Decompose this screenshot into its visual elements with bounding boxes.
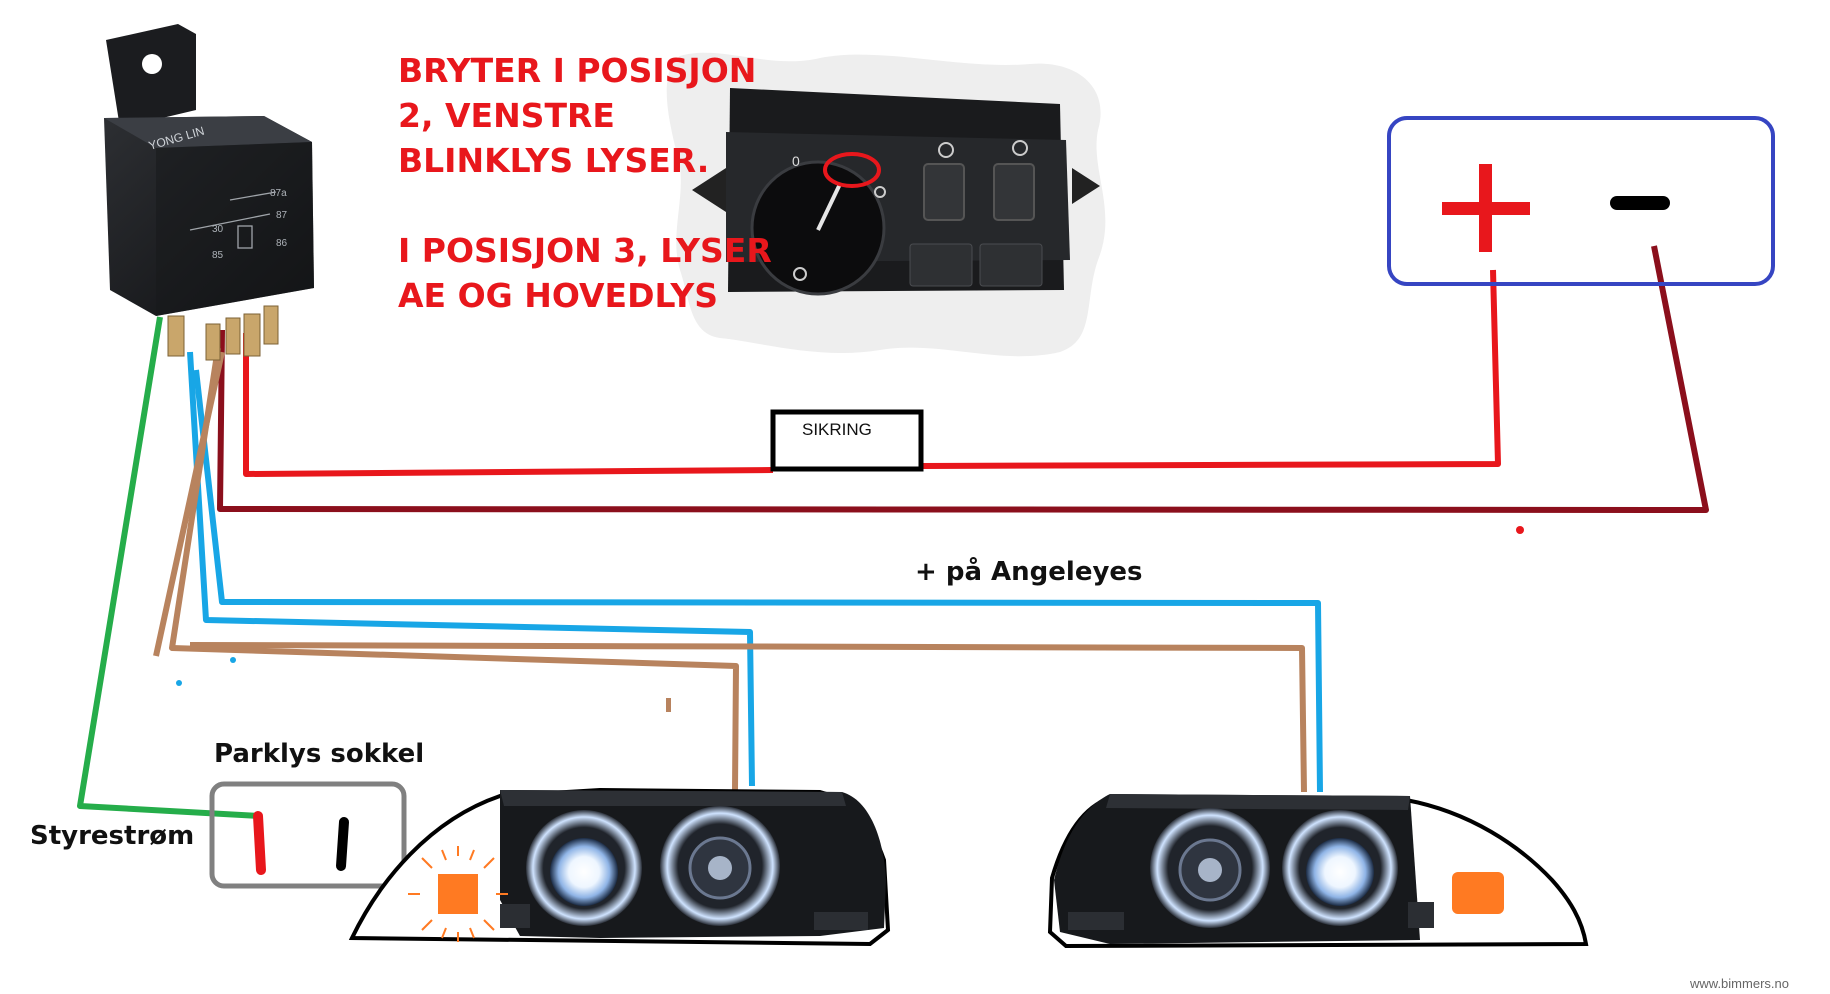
relay-pin-85: 85 <box>212 250 224 261</box>
blue-wire-left <box>187 351 755 787</box>
battery-icon <box>1387 116 1775 286</box>
note-line-1: BRYTER I POSISJON <box>398 51 756 90</box>
headlight-icon-right <box>1047 794 1589 949</box>
watermark: www.bimmers.no <box>1689 976 1789 991</box>
relay-pin-30: 30 <box>212 224 224 235</box>
note-line-4: I POSISJON 3, LYSER <box>398 231 772 270</box>
relay-pin-86: 86 <box>276 238 288 249</box>
park-socket-icon: Parklys sokkel <box>209 739 424 889</box>
brown-wire-right-2 <box>189 642 1307 793</box>
park-socket-label: Parklys sokkel <box>214 739 424 769</box>
dark-red-ground-wire <box>217 245 1709 513</box>
angel-eyes-label: + på Angeleyes <box>915 555 1143 587</box>
right-indicator-off <box>1452 872 1504 914</box>
battery-minus-symbol <box>1610 196 1670 210</box>
switch-highlight-circle <box>823 152 881 188</box>
relay-pin-87a: 87a <box>270 188 287 199</box>
control-current-label: Styrestrøm <box>30 821 194 851</box>
light-switch-icon: 0 <box>666 52 1106 357</box>
relay-pin-87: 87 <box>276 210 288 221</box>
relay-icon: YONG LIN 30 85 86 87 87a <box>104 24 314 361</box>
left-indicator-lit <box>408 846 508 942</box>
note-line-5: AE OG HOVEDLYS <box>398 276 718 315</box>
relay-mount-hole <box>142 54 162 74</box>
relay-terminals <box>167 305 279 361</box>
brown-wire-left <box>169 347 739 791</box>
park-socket-frame <box>209 781 407 889</box>
stray-mark <box>666 698 671 712</box>
park-socket-negative-pin <box>336 817 349 871</box>
fuse-label: SIKRING <box>802 420 872 439</box>
stray-dot <box>1516 526 1524 534</box>
stray-dot <box>176 680 182 686</box>
wires <box>77 245 1709 819</box>
note-line-3: BLINKLYS LYSER. <box>398 141 709 180</box>
brown-wire-right <box>153 351 225 657</box>
red-positive-wire-2 <box>922 269 1501 469</box>
park-socket-positive-pin <box>253 811 266 875</box>
headlight-icon-left <box>348 787 891 947</box>
stray-dot <box>230 657 236 663</box>
battery-frame <box>1387 116 1775 286</box>
blue-wire-right <box>193 369 1323 793</box>
switch-position-mark: 0 <box>792 153 800 169</box>
green-control-wire <box>77 316 261 819</box>
fuse-box: SIKRING <box>770 409 924 472</box>
red-positive-wire <box>243 333 774 477</box>
switch-note: BRYTER I POSISJON 2, VENSTRE BLINKLYS LY… <box>398 51 772 315</box>
note-line-2: 2, VENSTRE <box>398 96 615 135</box>
